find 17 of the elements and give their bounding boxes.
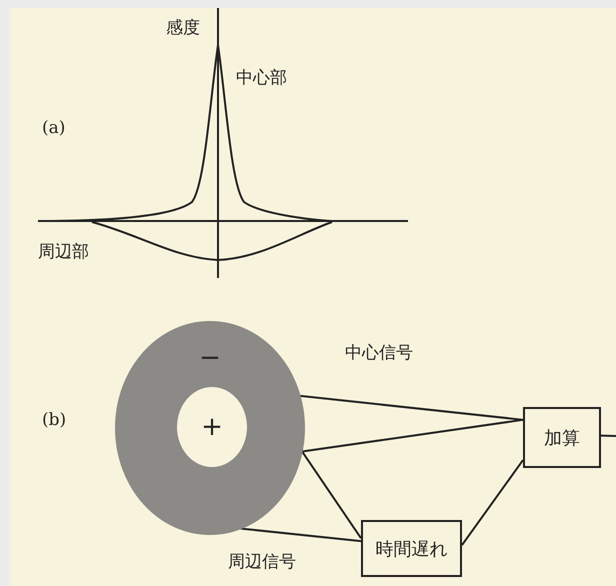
edge-label: 中心信号: [345, 345, 413, 362]
process-box: 加算: [523, 407, 601, 468]
plus-sign: +: [201, 414, 223, 440]
connector-line: [600, 434, 616, 437]
connector-line: [461, 459, 524, 546]
connector-line: [240, 528, 362, 542]
edge-label: 周辺信号: [228, 554, 296, 571]
part-label: 中心部: [236, 70, 287, 87]
connector-line: [300, 394, 524, 421]
axis-label: 感度: [166, 20, 200, 37]
panel-label: (b): [42, 412, 66, 429]
process-box: 時間遅れ: [361, 520, 462, 577]
minus-sign: −: [199, 345, 221, 371]
panel-label: (a): [42, 120, 66, 137]
connector-line: [301, 450, 362, 539]
connector-line: [302, 418, 524, 453]
part-label: 周辺部: [38, 244, 89, 261]
